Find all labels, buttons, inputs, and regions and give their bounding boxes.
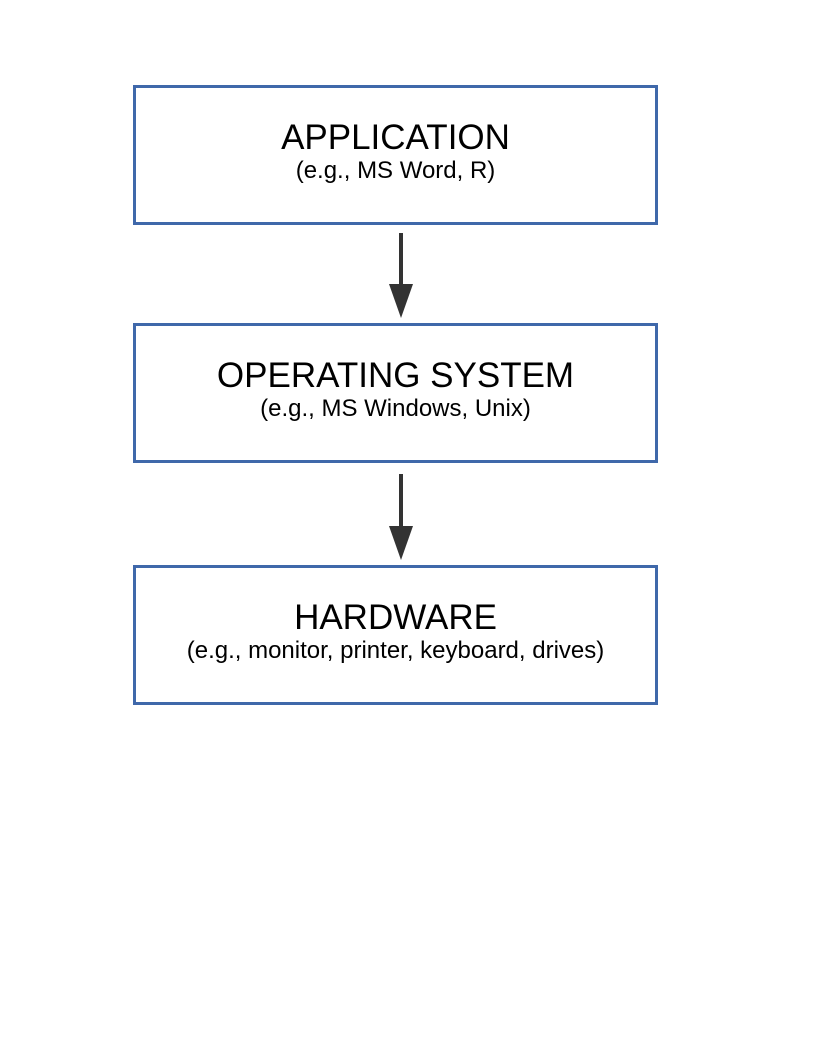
- arrow-application-to-os: [389, 233, 413, 318]
- hardware-layer-examples: (e.g., monitor, printer, keyboard, drive…: [186, 637, 605, 664]
- hardware-layer-title: HARDWARE: [294, 598, 497, 637]
- operating-system-layer-title: OPERATING SYSTEM: [216, 356, 575, 395]
- application-layer-title: APPLICATION: [281, 118, 510, 157]
- application-layer-box: APPLICATION (e.g., MS Word, R): [133, 85, 658, 225]
- operating-system-layer-examples: (e.g., MS Windows, Unix): [260, 395, 531, 422]
- arrow-os-to-hardware: [389, 474, 413, 560]
- operating-system-layer-box: OPERATING SYSTEM (e.g., MS Windows, Unix…: [133, 323, 658, 463]
- arrow-head: [389, 284, 413, 318]
- hardware-layer-box: HARDWARE (e.g., monitor, printer, keyboa…: [133, 565, 658, 705]
- arrow-head: [389, 526, 413, 560]
- application-layer-examples: (e.g., MS Word, R): [295, 157, 496, 184]
